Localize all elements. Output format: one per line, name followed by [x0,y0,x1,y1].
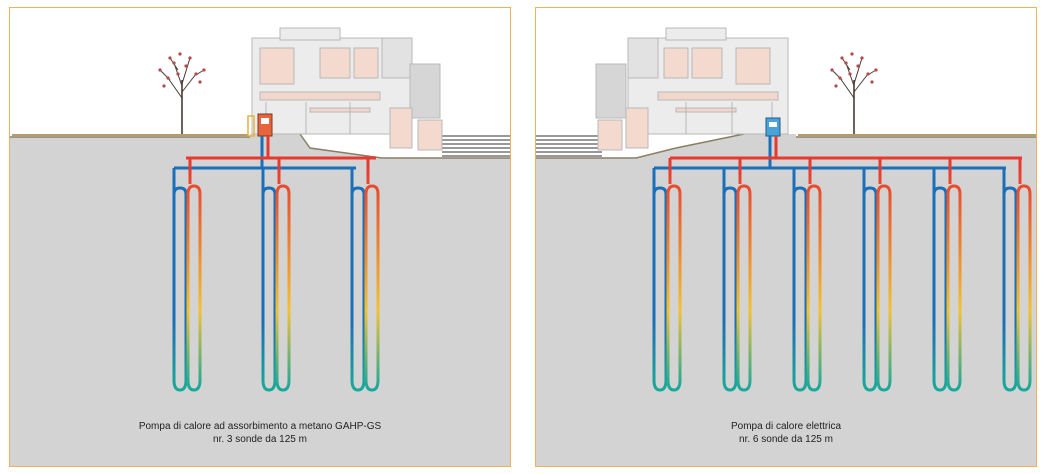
road-lines [442,135,510,157]
probe-3 [350,158,380,392]
probe-group [172,158,380,392]
probe-return-loop [722,168,738,392]
probe-1 [652,158,682,392]
probe-supply-loop [736,158,752,392]
diagram-caption: Pompa di calore elettrica nr. 6 sonde da… [536,420,1036,446]
ground [536,134,1036,466]
probe-2 [722,158,752,392]
building-icon [595,27,789,151]
probe-3 [792,158,822,392]
probe-return-loop [862,168,878,392]
probe-supply-loop [946,158,962,392]
diagram-panel-absorption: Pompa di calore ad assorbimento a metano… [9,7,511,467]
diagram-panel-electric: Pompa di calore elettrica nr. 6 sonde da… [535,7,1037,467]
probe-2 [261,158,291,392]
road-lines [536,135,602,157]
probe-supply-loop [876,158,892,392]
probe-return-loop [932,168,948,392]
heat-pump-unit-icon [247,113,273,137]
probe-return-loop [792,168,808,392]
probe-supply-loop [186,158,202,392]
probe-return-loop [172,168,188,392]
probe-supply-loop [666,158,682,392]
probe-5 [932,158,962,392]
ground-surface-line [10,133,510,159]
caption-title: Pompa di calore elettrica [730,421,842,432]
ground [10,134,510,466]
probe-group [652,158,1032,392]
tree-icon [158,52,206,134]
probe-6 [1002,158,1032,392]
probe-supply-loop [1016,158,1032,392]
probe-1 [172,158,202,392]
geothermal-diagram-right [536,27,1036,466]
caption-probes: nr. 3 sonde da 125 m [213,434,307,445]
probe-return-loop [261,168,277,392]
building-icon [251,27,443,151]
probe-return-loop [350,168,366,392]
geothermal-diagram-left [10,27,510,466]
caption-title: Pompa di calore ad assorbimento a metano… [138,421,382,432]
probe-supply-loop [364,158,380,392]
probe-supply-loop [275,158,291,392]
probe-return-loop [652,168,668,392]
probe-supply-loop [806,158,822,392]
ground-surface-line [536,133,1036,159]
probe-return-loop [1002,168,1018,392]
heat-pump-unit-icon [765,117,781,137]
tree-icon [830,52,878,134]
diagram-caption: Pompa di calore ad assorbimento a metano… [10,420,510,446]
caption-probes: nr. 6 sonde da 125 m [739,434,833,445]
probe-4 [862,158,892,392]
